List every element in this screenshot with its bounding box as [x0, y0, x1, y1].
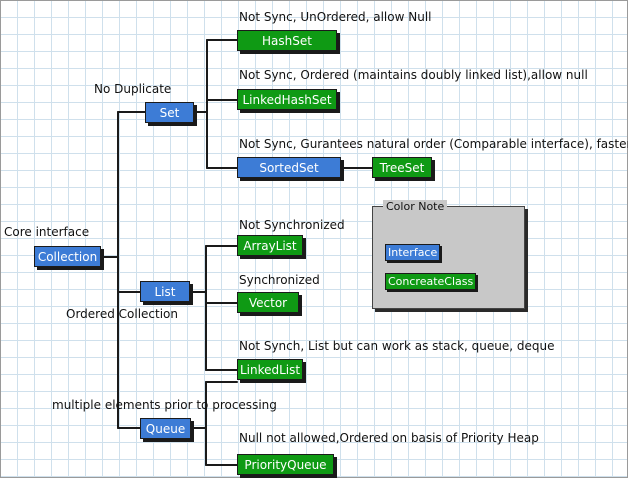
legend-concrete-swatch: ConcreateClass [385, 273, 477, 290]
label-core-interface: Core interface [4, 225, 90, 239]
label-multiple-elements: multiple elements prior to processing [52, 398, 277, 412]
label-linkedhashset-desc: Not Sync, Ordered (maintains doubly link… [239, 68, 588, 82]
node-linkedlist[interactable]: LinkedList [237, 359, 303, 380]
node-vector[interactable]: Vector [237, 292, 299, 313]
node-collection[interactable]: Collection [34, 246, 101, 267]
label-arraylist-desc: Not Synchronized [239, 218, 345, 232]
label-priorityqueue-desc: Null not allowed,Ordered on basis of Pri… [239, 431, 539, 445]
node-set[interactable]: Set [145, 102, 194, 123]
node-sortedset[interactable]: SortedSet [237, 157, 341, 178]
color-note-legend: Color Note Interface ConcreateClass [372, 200, 525, 309]
node-queue[interactable]: Queue [140, 418, 191, 439]
label-sortedset-desc: Not Sync, Gurantees natural order (Compa… [239, 137, 628, 151]
node-hashset[interactable]: HashSet [237, 30, 337, 51]
label-hashset-desc: Not Sync, UnOrdered, allow Null [239, 10, 432, 24]
label-vector-desc: Synchronized [239, 273, 320, 287]
label-linkedlist-desc: Not Synch, List but can work as stack, q… [239, 339, 555, 353]
node-priorityqueue[interactable]: PriorityQueue [237, 454, 334, 475]
node-arraylist[interactable]: ArrayList [237, 235, 303, 256]
node-treeset[interactable]: TreeSet [372, 157, 432, 178]
label-no-duplicate: No Duplicate [94, 82, 172, 96]
color-note-title: Color Note [383, 200, 448, 213]
legend-interface-swatch: Interface [385, 244, 441, 261]
node-list[interactable]: List [140, 281, 190, 302]
label-ordered-collection: Ordered Collection [66, 307, 179, 321]
node-linkedhashset[interactable]: LinkedHashSet [237, 89, 337, 110]
